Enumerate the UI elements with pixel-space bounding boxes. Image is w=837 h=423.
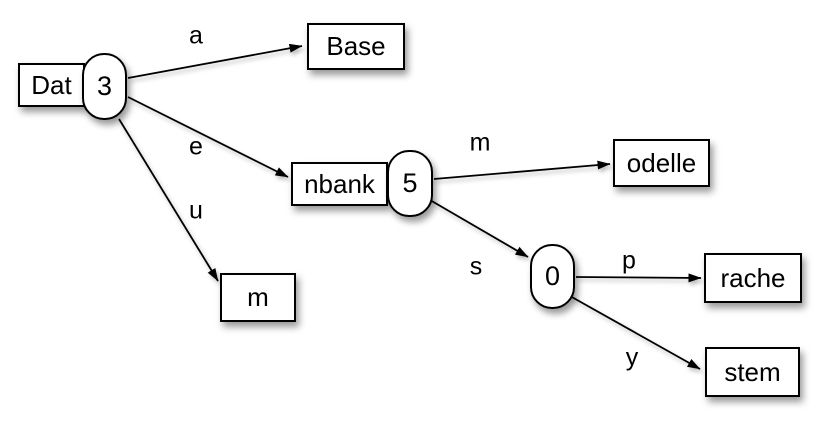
edge-a — [127, 43, 303, 79]
edge-u — [118, 118, 219, 282]
edge-label-y: y — [625, 343, 639, 372]
node-zero-count-badge: 0 — [530, 244, 575, 309]
node-dat-box: Dat — [18, 63, 85, 107]
node-m-box: m — [220, 273, 296, 322]
node-m-label: m — [247, 282, 269, 312]
edge-s — [429, 199, 529, 258]
edge-label-s: s — [469, 252, 483, 281]
node-odelle-box: odelle — [613, 139, 710, 187]
edge-label-a: a — [189, 21, 203, 50]
node-dat-label: Dat — [31, 69, 72, 100]
node-nbank-count-badge: 5 — [387, 150, 433, 217]
node-rache-box: rache — [704, 253, 802, 303]
node-nbank-count: 5 — [402, 168, 418, 198]
node-stem-box: stem — [705, 347, 800, 397]
edge-label-p: p — [622, 246, 636, 275]
node-base-box: Base — [307, 23, 405, 70]
edge-m — [433, 160, 611, 180]
edge-y — [569, 295, 701, 370]
node-base-label: Base — [326, 31, 386, 61]
node-nbank-box: nbank — [291, 162, 388, 206]
node-dat-count-badge: 3 — [82, 53, 127, 120]
edge-p — [575, 273, 702, 283]
node-dat-count: 3 — [96, 71, 113, 101]
node-odelle-label: odelle — [626, 147, 697, 178]
edge-label-u: u — [189, 196, 203, 225]
edge-label-m: m — [469, 128, 491, 157]
node-zero-count: 0 — [544, 261, 561, 291]
edge-label-e: e — [189, 132, 203, 161]
node-nbank-label: nbank — [304, 168, 375, 199]
node-stem-label: stem — [724, 356, 781, 387]
edge-e — [127, 96, 289, 178]
node-rache-label: rache — [720, 262, 786, 293]
